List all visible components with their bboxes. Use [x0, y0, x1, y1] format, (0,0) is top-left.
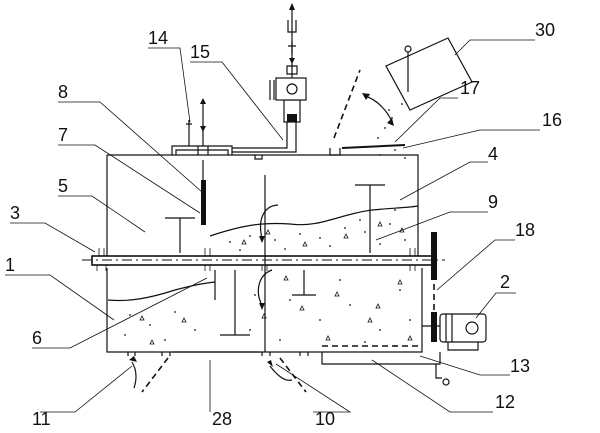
- hopper-box: [385, 37, 473, 111]
- label-10: 10: [315, 409, 335, 429]
- label-1: 1: [5, 255, 15, 275]
- label-3: 3: [10, 203, 20, 223]
- feed-door: [329, 69, 406, 156]
- leader-lines: [5, 39, 540, 413]
- label-9: 9: [488, 192, 498, 212]
- label-5: 5: [58, 176, 68, 196]
- label-8: 8: [58, 82, 68, 102]
- material: [107, 103, 419, 347]
- label-14: 14: [148, 28, 168, 48]
- label-11: 11: [32, 409, 51, 429]
- label-15: 15: [190, 42, 210, 62]
- label-17: 17: [460, 78, 480, 98]
- label-4: 4: [488, 144, 498, 164]
- vessel: [82, 154, 445, 353]
- label-2: 2: [500, 272, 510, 292]
- label-18: 18: [515, 220, 535, 240]
- sensor-rod: [201, 160, 206, 225]
- label-12: 12: [495, 392, 515, 412]
- label-6: 6: [32, 328, 42, 348]
- stirrer-shaft: [165, 175, 385, 352]
- label-16: 16: [542, 110, 562, 130]
- top-frame: [171, 3, 307, 160]
- callout-labels: 14 15 8 7 5 3 1 6 11 28 10 12 13 2 18 9 …: [5, 20, 562, 429]
- label-7: 7: [58, 125, 68, 145]
- bottom-discharge: [127, 345, 450, 393]
- label-30: 30: [535, 20, 555, 40]
- label-28: 28: [212, 409, 232, 429]
- drive-motor: [422, 232, 487, 351]
- label-13: 13: [510, 356, 530, 376]
